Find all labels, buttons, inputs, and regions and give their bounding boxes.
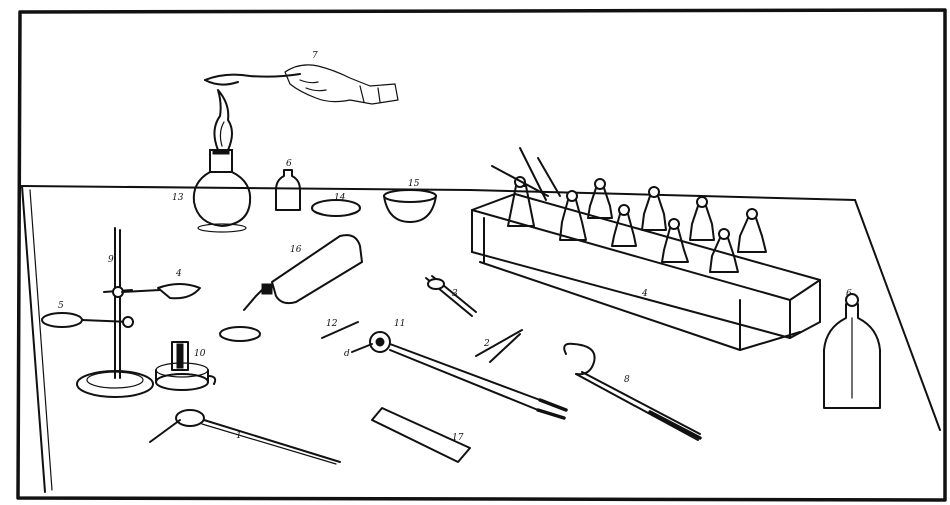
shallow-dish xyxy=(311,199,361,217)
alcohol-lamp xyxy=(192,89,252,233)
evaporating-dish-small xyxy=(219,326,261,342)
picture-frame xyxy=(16,8,947,502)
label-pointer: d xyxy=(344,349,350,359)
hand-holding-spoon xyxy=(204,64,399,105)
label-glass-rod: 12 xyxy=(326,319,338,329)
item-labels: 7 13 6 14 15 9 5 4 16 3 12 11 d 2 8 4 6 … xyxy=(58,51,852,443)
bottle-rack xyxy=(471,193,821,351)
bent-glass-tube xyxy=(149,409,341,465)
label-evaporating-dish: 4 xyxy=(175,269,182,279)
table-outline xyxy=(21,185,941,493)
label-ring-stand: 9 xyxy=(108,255,114,265)
pinch-clamp xyxy=(425,275,477,317)
label-pinchcock: 3 xyxy=(452,289,458,299)
small-bottle xyxy=(275,169,301,211)
crucible-tongs xyxy=(351,331,568,420)
wash-bottle xyxy=(243,234,363,311)
label-candle: 10 xyxy=(194,349,206,359)
ruler xyxy=(371,407,471,463)
label-holder: 8 xyxy=(624,375,630,385)
loop-holder xyxy=(563,342,702,441)
label-flask: 13 xyxy=(172,193,184,203)
label-spoon: 7 xyxy=(312,51,318,61)
label-ruler: 17 xyxy=(452,433,464,443)
label-crucible-tongs: 11 xyxy=(394,319,405,329)
label-wash-bottle: 16 xyxy=(290,245,302,255)
forceps xyxy=(475,329,523,363)
mixing-bowl xyxy=(383,189,437,223)
reagent-bottles xyxy=(491,147,767,273)
stoppered-bottle xyxy=(823,293,881,409)
label-rack: 4 xyxy=(641,289,648,299)
label-bent-tube: 1 xyxy=(236,431,242,441)
label-bowl: 15 xyxy=(408,179,420,189)
label-ring-clamp: 5 xyxy=(58,301,64,311)
glass-rod xyxy=(321,321,359,339)
label-small-bottle: 6 xyxy=(286,159,292,169)
label-forceps: 2 xyxy=(483,339,490,349)
candle-holder xyxy=(155,341,217,391)
label-stoppered-bottle: 6 xyxy=(846,289,852,299)
ring-stand xyxy=(41,227,201,398)
label-dish-middle: 14 xyxy=(334,193,346,203)
